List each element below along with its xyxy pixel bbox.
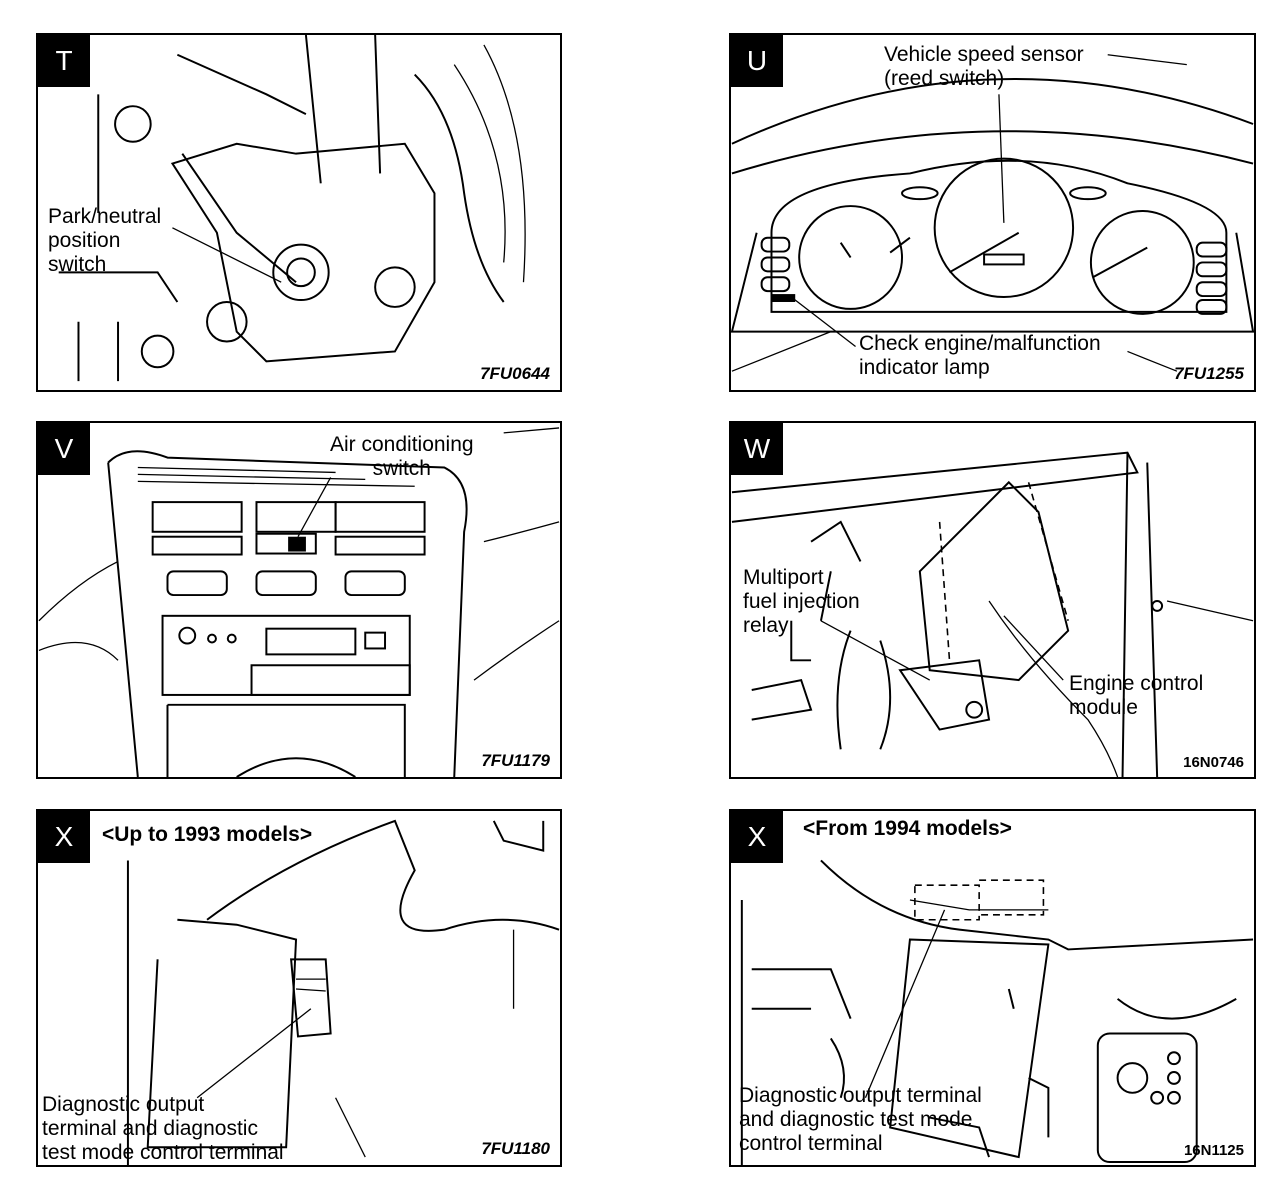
diagnostic-terminal-1993-label: Diagnostic output terminal and diagnosti… bbox=[42, 1093, 284, 1164]
diagnostic-terminal-1994-label: Diagnostic output terminal and diagnosti… bbox=[739, 1084, 982, 1155]
panel-u-letter: U bbox=[731, 35, 783, 87]
air-conditioning-switch-label: Air conditioning switch bbox=[330, 433, 474, 480]
diagnostic-terminal-1993-illustration bbox=[126, 819, 560, 1165]
engine-control-module-illustration bbox=[731, 451, 1254, 777]
engine-control-module-label: Engine control module bbox=[1069, 672, 1204, 719]
park-neutral-switch-illustration bbox=[58, 35, 526, 382]
panel-x1-letter: X bbox=[38, 811, 90, 863]
panel-t-code: 7FU0644 bbox=[480, 364, 550, 383]
panel-x2-code: 16N1125 bbox=[1183, 1142, 1244, 1159]
panel-x-from-1994: X <From 1994 models> Diagnostic output t… bbox=[729, 809, 1256, 1167]
panel-v-letter: V bbox=[38, 423, 90, 475]
panel-t: T Park/neutral position switch 7FU0644 bbox=[36, 33, 562, 392]
panel-u-code: 7FU1255 bbox=[1174, 364, 1244, 383]
panel-x-up-to-1993: X <Up to 1993 models> Diagnostic output … bbox=[36, 809, 562, 1167]
panel-w-code: 16N0746 bbox=[1183, 754, 1244, 771]
up-to-1993-models-subtitle: <Up to 1993 models> bbox=[102, 823, 313, 846]
panel-w-letter: W bbox=[731, 423, 783, 475]
instrument-cluster-illustration bbox=[731, 54, 1254, 372]
panel-x2-letter: X bbox=[731, 811, 783, 863]
center-console-illustration bbox=[38, 427, 560, 777]
from-1994-models-subtitle: <From 1994 models> bbox=[803, 817, 1012, 840]
panel-t-letter: T bbox=[38, 35, 90, 87]
panel-v: V Air conditioning switch 7FU1179 bbox=[36, 421, 562, 779]
panel-u: U Vehicle speed sensor (reed switch) Che… bbox=[729, 33, 1256, 392]
diagnostic-terminal-1994-illustration bbox=[740, 859, 1254, 1165]
check-engine-lamp-label: Check engine/malfunction indicator lamp bbox=[859, 332, 1101, 379]
panel-w: W Multiport fuel injection relay Engine … bbox=[729, 421, 1256, 779]
panel-x1-code: 7FU1180 bbox=[481, 1139, 550, 1158]
multiport-fuel-injection-relay-label: Multiport fuel injection relay bbox=[743, 566, 860, 637]
park-neutral-switch-label: Park/neutral position switch bbox=[48, 205, 162, 276]
vehicle-speed-sensor-label: Vehicle speed sensor (reed switch) bbox=[884, 43, 1084, 90]
panel-v-code: 7FU1179 bbox=[481, 751, 550, 770]
